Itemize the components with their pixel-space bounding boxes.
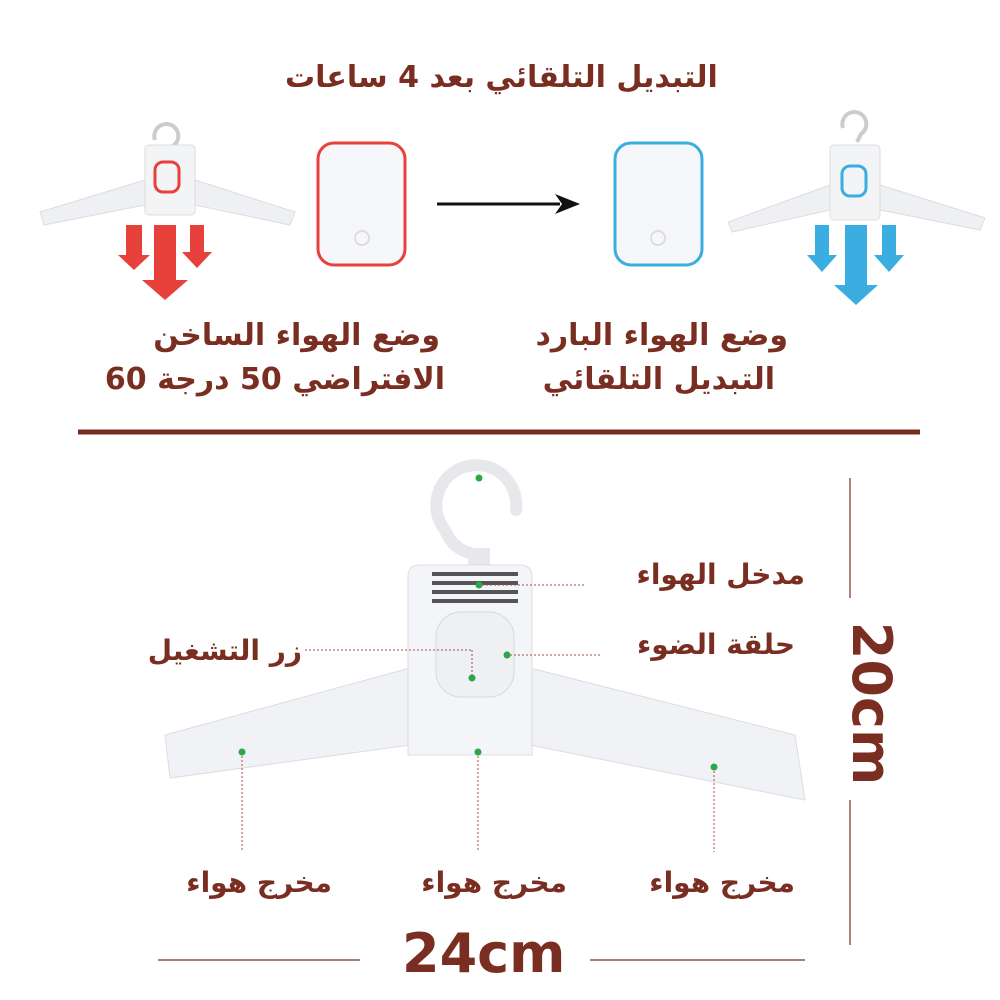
cold-air-arrows-icon <box>807 225 904 305</box>
label-air-outlet-right: مخرج هواء <box>649 866 795 899</box>
hot-hanger-illustration <box>39 122 296 300</box>
marker-dots <box>238 474 718 771</box>
page-title: التبديل التلقائي بعد 4 ساعات <box>285 60 718 95</box>
leader-lines <box>241 584 715 852</box>
hot-mode-line2: الافتراضي 50 درجة 60 <box>104 362 445 397</box>
hot-panel <box>316 141 407 267</box>
hot-mode-line1: وضع الهواء الساخن <box>153 318 440 353</box>
dimension-lines <box>158 478 851 961</box>
width-dimension: 24cm <box>402 922 566 985</box>
hot-air-arrows-icon <box>118 225 212 300</box>
label-air-outlet-left: مخرج هواء <box>186 866 332 899</box>
label-power-button: زر التشغيل <box>147 634 302 667</box>
label-air-inlet: مدخل الهواء <box>636 558 806 591</box>
cold-hanger-illustration <box>727 110 986 305</box>
cold-mode-line1: وضع الهواء البارد <box>535 318 788 353</box>
height-dimension: 20cm <box>840 621 904 786</box>
cold-panel <box>613 141 704 267</box>
label-air-outlet-center: مخرج هواء <box>421 866 567 899</box>
cold-mode-line2: التبديل التلقائي <box>542 362 775 397</box>
label-light-ring: حلقة الضوء <box>636 628 795 661</box>
hanger-illustration <box>164 459 806 801</box>
